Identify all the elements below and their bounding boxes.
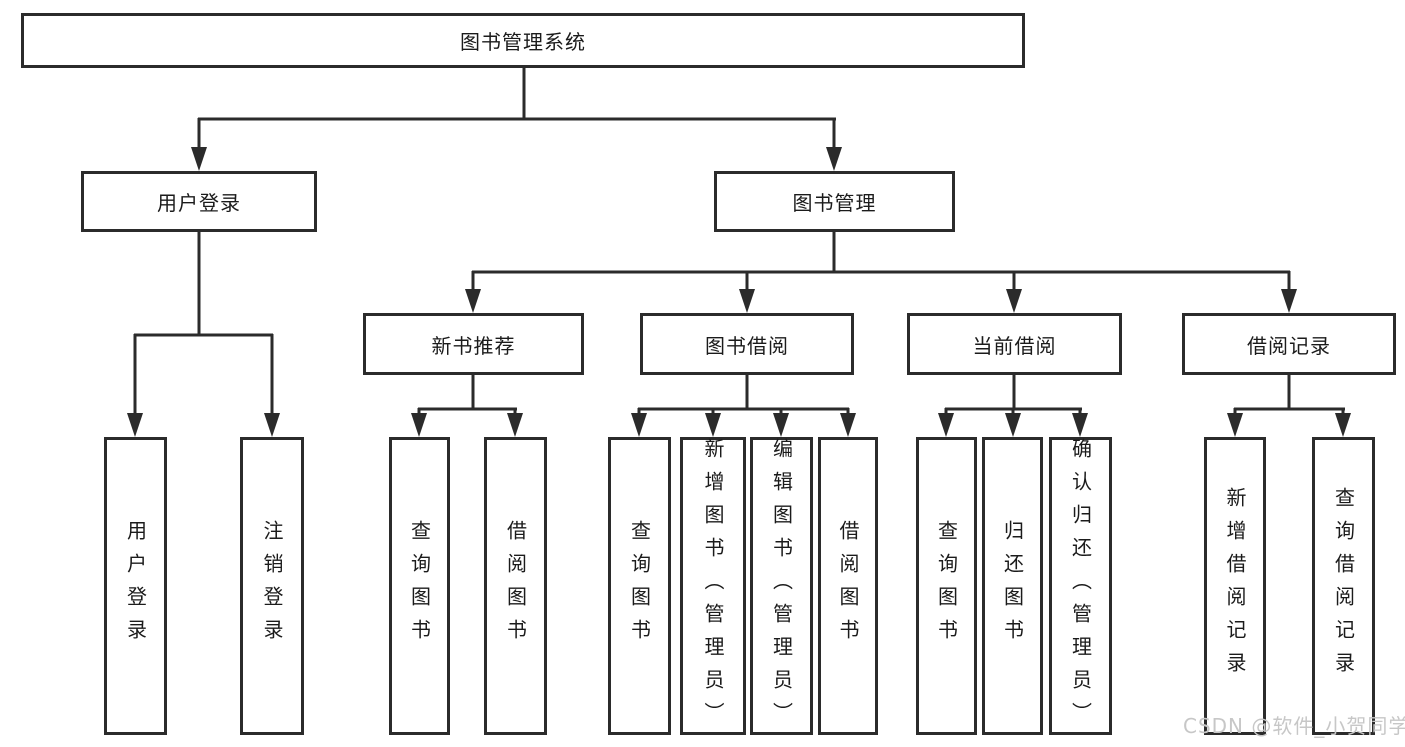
leaf-query-book-recommend-label: 查询图书 bbox=[407, 520, 432, 652]
leaf-add-borrow-record: 新增借阅记录 bbox=[1204, 437, 1266, 735]
node-new-book-recommend-label: 新书推荐 bbox=[431, 333, 516, 358]
leaf-return-book-label: 归还图书 bbox=[1000, 520, 1025, 652]
leaf-logout: 注销登录 bbox=[240, 437, 304, 735]
node-book-management: 图书管理 bbox=[714, 171, 955, 232]
leaf-edit-book-admin: 编辑图书（管理员） bbox=[750, 437, 813, 735]
connector-new-book-recommend-children bbox=[411, 375, 523, 437]
leaf-add-borrow-record-label: 新增借阅记录 bbox=[1223, 487, 1247, 685]
node-user-login: 用户登录 bbox=[81, 171, 317, 232]
node-borrowing-records-label: 借阅记录 bbox=[1247, 333, 1331, 358]
connector-book-management-children bbox=[465, 232, 1297, 313]
leaf-confirm-return-admin: 确认归还（管理员） bbox=[1049, 437, 1112, 735]
leaf-query-book-recommend: 查询图书 bbox=[389, 437, 450, 735]
leaf-user-login: 用户登录 bbox=[104, 437, 167, 735]
node-book-management-label: 图书管理 bbox=[792, 191, 877, 215]
leaf-query-borrow-record-label: 查询借阅记录 bbox=[1331, 487, 1356, 685]
leaf-add-book-admin-label: 新增图书（管理员） bbox=[701, 437, 725, 735]
connector-borrowing-records-children bbox=[1227, 375, 1351, 437]
leaf-return-book: 归还图书 bbox=[982, 437, 1043, 735]
leaf-borrow-book-borrowing-label: 借阅图书 bbox=[836, 520, 860, 652]
leaf-query-borrow-record: 查询借阅记录 bbox=[1312, 437, 1375, 735]
leaf-logout-label: 注销登录 bbox=[260, 520, 284, 652]
leaf-borrow-book-recommend: 借阅图书 bbox=[484, 437, 547, 735]
connector-current-borrowing-children bbox=[938, 375, 1088, 437]
node-user-login-label: 用户登录 bbox=[157, 191, 241, 215]
node-library-system-label: 图书管理系统 bbox=[460, 30, 586, 54]
connector-root-to-level2 bbox=[191, 68, 842, 171]
node-library-system: 图书管理系统 bbox=[21, 13, 1025, 68]
node-new-book-recommend: 新书推荐 bbox=[363, 313, 584, 375]
node-book-borrowing: 图书借阅 bbox=[640, 313, 854, 375]
leaf-query-book-borrowing: 查询图书 bbox=[608, 437, 671, 735]
leaf-query-book-current-label: 查询图书 bbox=[934, 520, 959, 652]
node-current-borrowing-label: 当前借阅 bbox=[972, 333, 1057, 358]
leaf-borrow-book-borrowing: 借阅图书 bbox=[818, 437, 878, 735]
node-borrowing-records: 借阅记录 bbox=[1182, 313, 1396, 375]
leaf-query-book-current: 查询图书 bbox=[916, 437, 977, 735]
leaf-confirm-return-admin-label: 确认归还（管理员） bbox=[1068, 437, 1093, 735]
connector-book-borrowing-children bbox=[631, 375, 856, 437]
node-current-borrowing: 当前借阅 bbox=[907, 313, 1122, 375]
leaf-edit-book-admin-label: 编辑图书（管理员） bbox=[769, 437, 794, 735]
node-book-borrowing-label: 图书借阅 bbox=[705, 333, 789, 358]
connector-user-login-children bbox=[127, 232, 280, 437]
leaf-add-book-admin: 新增图书（管理员） bbox=[680, 437, 746, 735]
leaf-borrow-book-recommend-label: 借阅图书 bbox=[503, 520, 528, 652]
leaf-query-book-borrowing-label: 查询图书 bbox=[627, 520, 652, 652]
csdn-watermark: CSDN @软件_小贺同学 bbox=[1183, 714, 1405, 738]
leaf-user-login-label: 用户登录 bbox=[123, 520, 148, 652]
